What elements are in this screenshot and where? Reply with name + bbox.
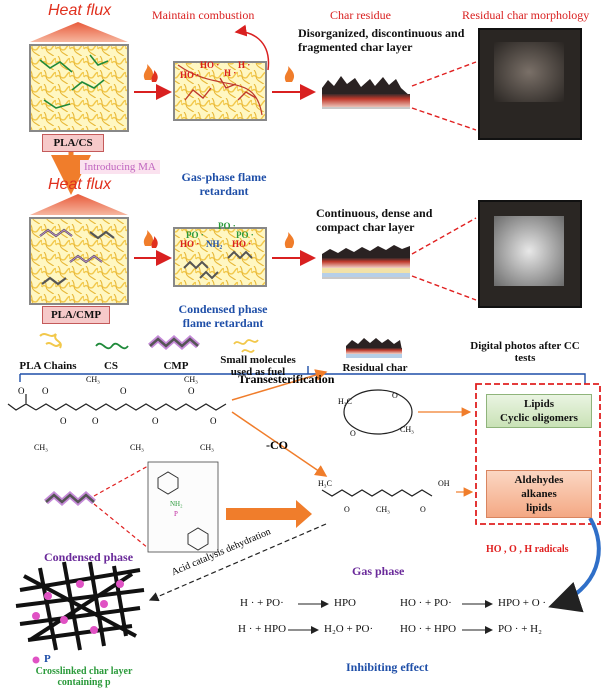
heat-triangle-bottom <box>30 194 128 215</box>
sample-box-top <box>29 44 129 132</box>
equation-4-left: HO · + HPO <box>400 623 457 635</box>
equation-2-right: H₂O + PO· <box>324 623 374 635</box>
equation-3-left: HO · + PO· <box>400 597 452 609</box>
crosslinked-char-mesh <box>15 561 145 651</box>
svg-text:O: O <box>344 505 350 514</box>
cyclic-oligomer-ring <box>343 389 413 435</box>
char-residue-label: Char residue <box>330 8 391 22</box>
svg-text:O: O <box>60 416 67 426</box>
legend-pla-chains: PLA Chains <box>19 360 77 372</box>
svg-text:O: O <box>350 429 356 438</box>
radical-h-2: H · <box>238 60 250 70</box>
svg-text:O: O <box>420 505 426 514</box>
heat-flux-label-top: Heat flux <box>48 2 112 19</box>
svg-text:P: P <box>174 510 178 518</box>
radical-ho-2: HO · <box>180 70 199 80</box>
minus-co-label: -CO <box>266 438 288 452</box>
legend-small-molecules: Small molecules used as fuel <box>220 354 296 378</box>
radical-h-1: H · <box>224 68 236 78</box>
svg-text:O: O <box>18 386 25 396</box>
residual-char-photo-top <box>478 28 582 140</box>
p-legend-dot <box>32 656 40 664</box>
radical-po-1: PO · <box>218 221 236 231</box>
residual-char-icon <box>346 338 402 350</box>
sample-label-bottom: PLA/CMP <box>42 306 110 324</box>
svg-text:OH: OH <box>438 479 450 488</box>
introducing-ma-label: Introducing MA <box>80 160 160 174</box>
equation-1-left: H · + PO· <box>240 597 284 609</box>
condensed-phase-retardant-label: Condensed phase flame retardant <box>178 302 268 330</box>
crosslinked-char-label: Crosslinked char layer containing p <box>35 666 133 688</box>
radical-ho-1: HO · <box>200 60 219 70</box>
cs-icon <box>95 342 129 350</box>
big-orange-arrow <box>226 500 312 528</box>
radical-po-2: PO · <box>186 230 204 240</box>
condensed-phase-label: Condensed phase <box>44 550 134 564</box>
maintain-combustion-label: Maintain combustion <box>152 8 255 22</box>
disorganized-char-text: Disorganized, discontinuous and fragment… <box>298 26 465 54</box>
radical-ho-4: HO · <box>232 239 251 249</box>
sample-label-top: PLA/CS <box>42 134 104 152</box>
svg-text:O: O <box>152 416 159 426</box>
transesterification-label: Transesterification <box>238 372 335 386</box>
svg-text:CH₃: CH₃ <box>376 505 390 514</box>
svg-text:CH₃: CH₃ <box>130 443 144 452</box>
radical-po-3: PO · <box>236 230 254 240</box>
legend-cmp: CMP <box>163 360 189 372</box>
svg-text:O: O <box>188 386 195 396</box>
gas-phase-retardant-label: Gas-phase flame retardant <box>181 170 267 198</box>
svg-text:O: O <box>210 416 217 426</box>
gas-phase-label: Gas phase <box>352 564 405 578</box>
svg-text:NH₂: NH₂ <box>170 500 183 508</box>
svg-text:O: O <box>120 386 127 396</box>
blue-curved-arrow <box>548 516 601 613</box>
legend-digital-photos: Digital photos after CC tests <box>470 340 580 364</box>
small-molecule-icon <box>233 339 259 353</box>
inhibiting-effect-label: Inhibiting effect <box>346 660 429 674</box>
svg-text:O: O <box>42 386 49 396</box>
continuous-char-text: Continuous, dense and compact char layer <box>316 206 433 234</box>
p-legend-label: P <box>44 653 51 665</box>
svg-text:O: O <box>92 416 99 426</box>
svg-text:CH₃: CH₃ <box>86 375 100 384</box>
pla-chain-icon <box>39 333 62 349</box>
legend-residual-char: Residual char <box>342 362 408 374</box>
heat-triangle-top <box>30 22 128 42</box>
radical-nh2: NH₂ <box>206 239 223 249</box>
equation-2-left: H · + HPO <box>238 623 287 635</box>
legend-cs: CS <box>103 360 119 372</box>
svg-text:CH₃: CH₃ <box>400 425 414 434</box>
svg-text:H₃C: H₃C <box>338 397 352 406</box>
radical-ho-3: HO · <box>180 239 199 249</box>
char-layer-bottom <box>322 258 410 268</box>
radicals-label: HO , O , H radicals <box>486 544 569 555</box>
svg-text:H₃C: H₃C <box>318 479 332 488</box>
equation-3-right: HPO + O · <box>498 597 547 609</box>
equation-4-right: PO · + H₂ <box>498 623 542 635</box>
products-dashed-box <box>475 383 601 525</box>
residual-char-morphology-label: Residual char morphology <box>462 8 590 22</box>
heat-flux-label-bottom: Heat flux <box>48 176 112 193</box>
gas-phase-chain <box>321 489 433 497</box>
svg-text:CH₃: CH₃ <box>200 443 214 452</box>
svg-text:CH₃: CH₃ <box>34 443 48 452</box>
char-layer-top <box>322 94 410 108</box>
svg-text:CH₃: CH₃ <box>184 375 198 384</box>
residual-char-photo-bottom <box>478 200 582 308</box>
svg-text:O: O <box>392 391 398 400</box>
equation-1-right: HPO <box>334 597 357 609</box>
sample-box-bottom <box>29 217 129 305</box>
